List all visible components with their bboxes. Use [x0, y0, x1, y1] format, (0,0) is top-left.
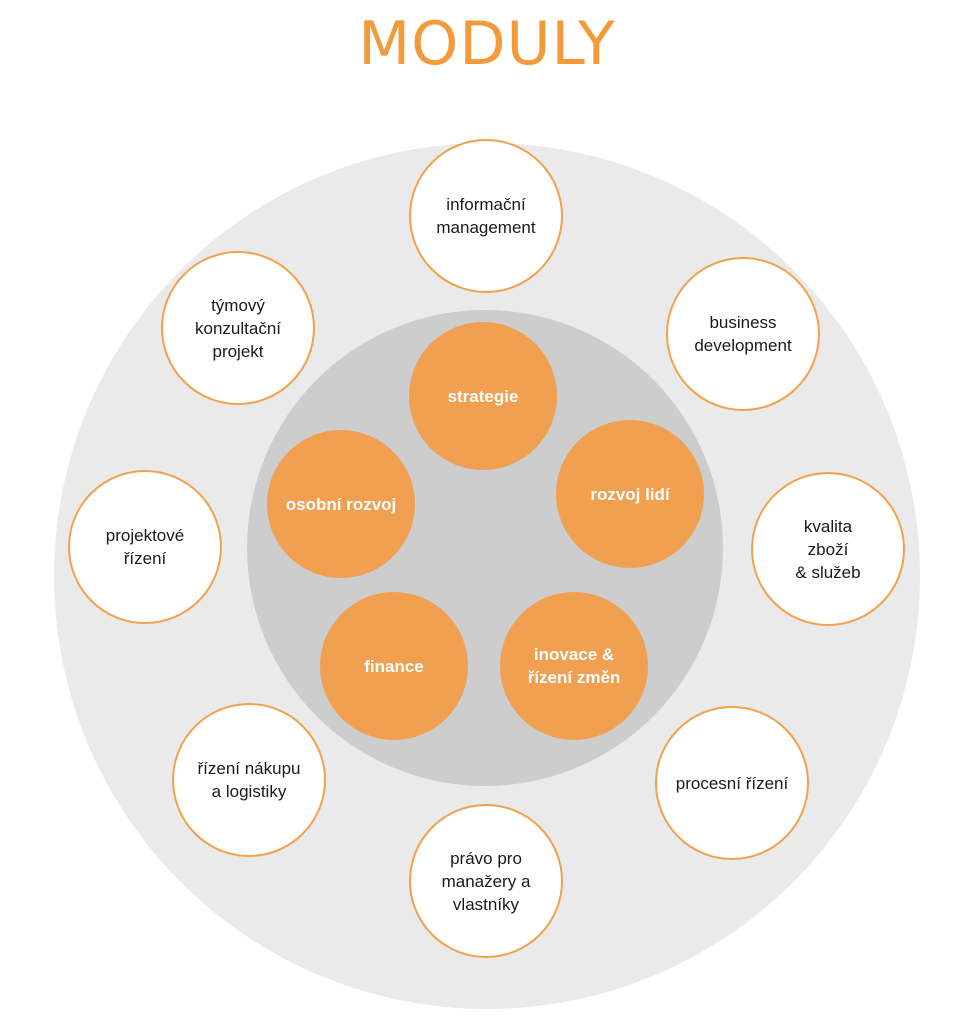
- module-rizeni-nakupu-logistiky: řízení nákupu a logistiky: [172, 703, 326, 857]
- module-finance: finance: [320, 592, 468, 740]
- module-pravo-pro-manazery: právo pro manažery a vlastníky: [409, 804, 563, 958]
- module-inovace-rizeni-zmen: inovace & řízení změn: [500, 592, 648, 740]
- module-projektove-rizeni: projektové řízení: [68, 470, 222, 624]
- module-tymovy-konzultacni-projekt: týmový konzultační projekt: [161, 251, 315, 405]
- module-label: finance: [364, 656, 424, 676]
- module-informacni-management: informační management: [409, 139, 563, 293]
- module-label: týmový konzultační projekt: [195, 295, 281, 361]
- module-label: kvalita zboží & služeb: [795, 516, 861, 582]
- module-rozvoj-lidi: rozvoj lidí: [556, 420, 704, 568]
- module-label: procesní řízení: [675, 773, 789, 793]
- module-label: informační management: [436, 195, 536, 237]
- diagram-title: MODULY: [358, 9, 616, 79]
- module-label: strategie: [447, 386, 519, 406]
- module-strategie: strategie: [409, 322, 557, 470]
- module-label: inovace & řízení změn: [527, 645, 621, 687]
- module-osobni-rozvoj: osobní rozvoj: [267, 430, 415, 578]
- module-label: rozvoj lidí: [590, 484, 670, 504]
- module-kvalita-zbozi-sluzeb: kvalita zboží & služeb: [751, 472, 905, 626]
- module-label: právo pro manažery a vlastníky: [441, 848, 531, 914]
- module-procesni-rizeni: procesní řízení: [655, 706, 809, 860]
- module-label: osobní rozvoj: [285, 494, 397, 514]
- module-label: projektové řízení: [105, 526, 185, 568]
- module-label: business development: [694, 313, 792, 355]
- module-business-development: business development: [666, 257, 820, 411]
- module-label: řízení nákupu a logistiky: [197, 759, 301, 801]
